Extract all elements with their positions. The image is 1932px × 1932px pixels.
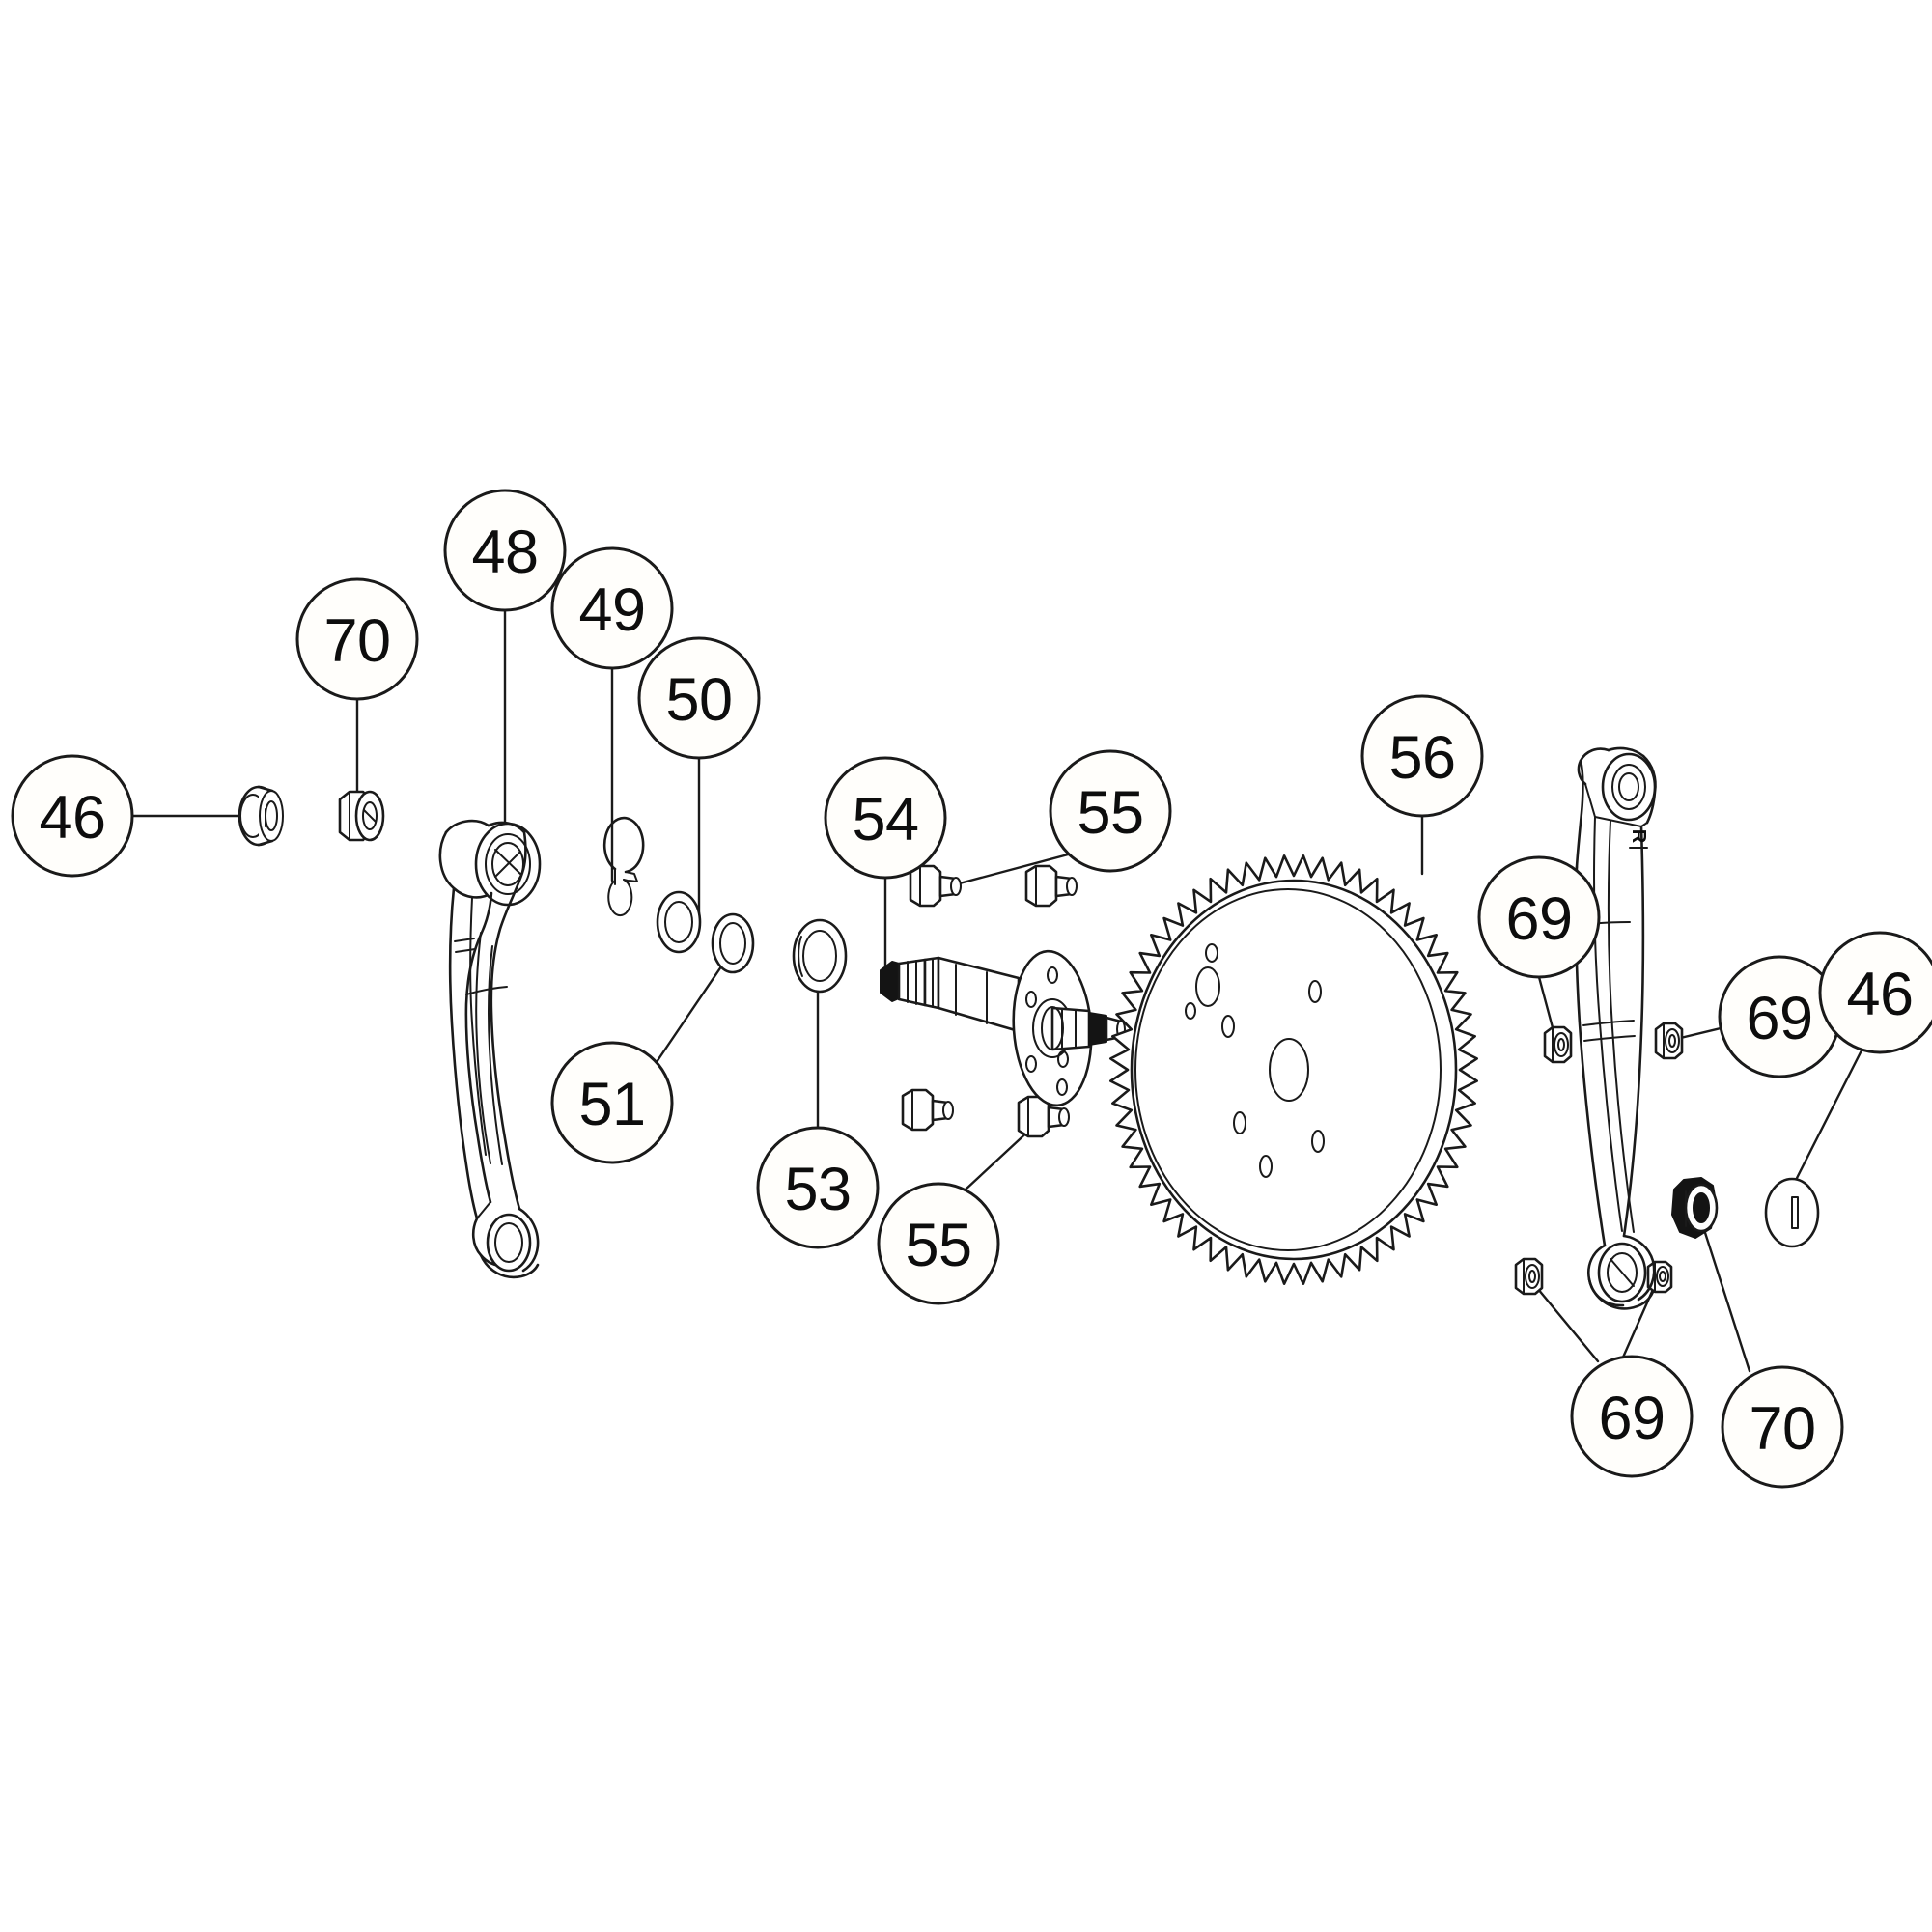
- part-washer-inner: [711, 912, 755, 974]
- callout-circle-c53[interactable]: [756, 1126, 880, 1249]
- callout-c49[interactable]: 49: [550, 546, 674, 670]
- callout-circle-c46-left[interactable]: [11, 754, 134, 878]
- part-hex-nut-a: [1543, 1025, 1573, 1064]
- callout-label-c53: 53: [784, 1156, 851, 1223]
- part-seal-ring: [792, 918, 848, 994]
- callout-circle-c46-right[interactable]: [1818, 931, 1932, 1054]
- callout-label-c69-bottom: 69: [1598, 1385, 1665, 1452]
- callout-label-c55-top: 55: [1077, 779, 1143, 847]
- callout-c69-a[interactable]: 69: [1477, 855, 1601, 979]
- callout-circle-c56[interactable]: [1360, 694, 1484, 818]
- callout-circle-c51[interactable]: [550, 1041, 674, 1164]
- part-flange-nut-left: [338, 790, 385, 842]
- callout-c46-right[interactable]: 46: [1818, 931, 1932, 1054]
- callout-label-c70-left: 70: [323, 607, 390, 675]
- callout-c48[interactable]: 48: [443, 489, 567, 612]
- right-crank-r-mark: R: [1628, 829, 1649, 844]
- part-hex-bolt-lower-left: [901, 1088, 954, 1132]
- part-left-crank-arm: [438, 819, 542, 1279]
- callout-circle-c70-bottom[interactable]: [1721, 1365, 1844, 1489]
- part-drive-sprocket: [1109, 854, 1478, 1285]
- leader-c70-bottom: [1697, 1213, 1751, 1373]
- callout-label-c51: 51: [578, 1071, 645, 1138]
- leader-lines-group: [130, 608, 1863, 1373]
- callout-circle-c69-a[interactable]: [1477, 855, 1601, 979]
- callout-label-c46-right: 46: [1846, 961, 1913, 1028]
- callout-label-c48: 48: [471, 518, 538, 586]
- part-hex-nut-b: [1654, 1022, 1684, 1060]
- part-lock-ring-right: [1764, 1177, 1820, 1248]
- part-hex-bolt-upper-left: [909, 864, 962, 908]
- callout-label-c69-b: 69: [1746, 985, 1812, 1052]
- part-hex-bolt-lower-right: [1017, 1095, 1070, 1138]
- part-right-crank-arm: R: [1574, 746, 1657, 1310]
- callout-label-c49: 49: [578, 576, 645, 644]
- callout-c55-top[interactable]: 55: [1049, 749, 1172, 873]
- part-hex-bolt-upper-right: [1024, 864, 1078, 908]
- callout-label-c50: 50: [665, 666, 732, 734]
- callouts-group: 46 70 48 49 50 51 54 55 53 55 56 69 69 46 69 70: [11, 489, 1932, 1489]
- part-lock-ring-left: [238, 785, 284, 847]
- leader-c46-right: [1790, 1049, 1863, 1190]
- callout-label-c55-bottom: 55: [905, 1212, 971, 1279]
- part-hex-nut-d: [1646, 1260, 1673, 1294]
- callout-c50[interactable]: 50: [637, 636, 761, 760]
- part-flange-nut-right: [1671, 1177, 1719, 1239]
- callout-c51[interactable]: 51: [550, 1041, 674, 1164]
- part-snap-ring: [602, 816, 645, 917]
- part-hex-nut-c: [1514, 1257, 1544, 1296]
- leader-c69-bottom: [1526, 1275, 1600, 1363]
- callout-c46-left[interactable]: 46: [11, 754, 134, 878]
- callout-circle-c55-top[interactable]: [1049, 749, 1172, 873]
- callout-label-c69-a: 69: [1505, 885, 1572, 953]
- callout-circle-c70-left[interactable]: [295, 577, 419, 701]
- callout-c54[interactable]: 54: [824, 756, 947, 880]
- callout-circle-c54[interactable]: [824, 756, 947, 880]
- callout-c53[interactable]: 53: [756, 1126, 880, 1249]
- callout-c69-b[interactable]: 69: [1718, 955, 1841, 1078]
- callout-circle-c49[interactable]: [550, 546, 674, 670]
- callout-circle-c48[interactable]: [443, 489, 567, 612]
- callout-c55-bottom[interactable]: 55: [877, 1182, 1000, 1305]
- callout-circle-c69-bottom[interactable]: [1570, 1355, 1694, 1478]
- callout-c56[interactable]: 56: [1360, 694, 1484, 818]
- callout-c70-left[interactable]: 70: [295, 577, 419, 701]
- callout-label-c54: 54: [852, 786, 918, 854]
- callout-label-c56: 56: [1388, 724, 1455, 792]
- callout-c69-bottom[interactable]: 69: [1570, 1355, 1694, 1478]
- callout-label-c70-bottom: 70: [1749, 1395, 1815, 1463]
- part-crank-axle-shaft: [880, 949, 1126, 1107]
- leader-c55-top: [939, 852, 1074, 890]
- callout-label-c46-left: 46: [39, 784, 105, 852]
- callout-circle-c50[interactable]: [637, 636, 761, 760]
- callout-c70-bottom[interactable]: 70: [1721, 1365, 1844, 1489]
- part-washer-outer: [656, 890, 702, 954]
- callout-circle-c55-bottom[interactable]: [877, 1182, 1000, 1305]
